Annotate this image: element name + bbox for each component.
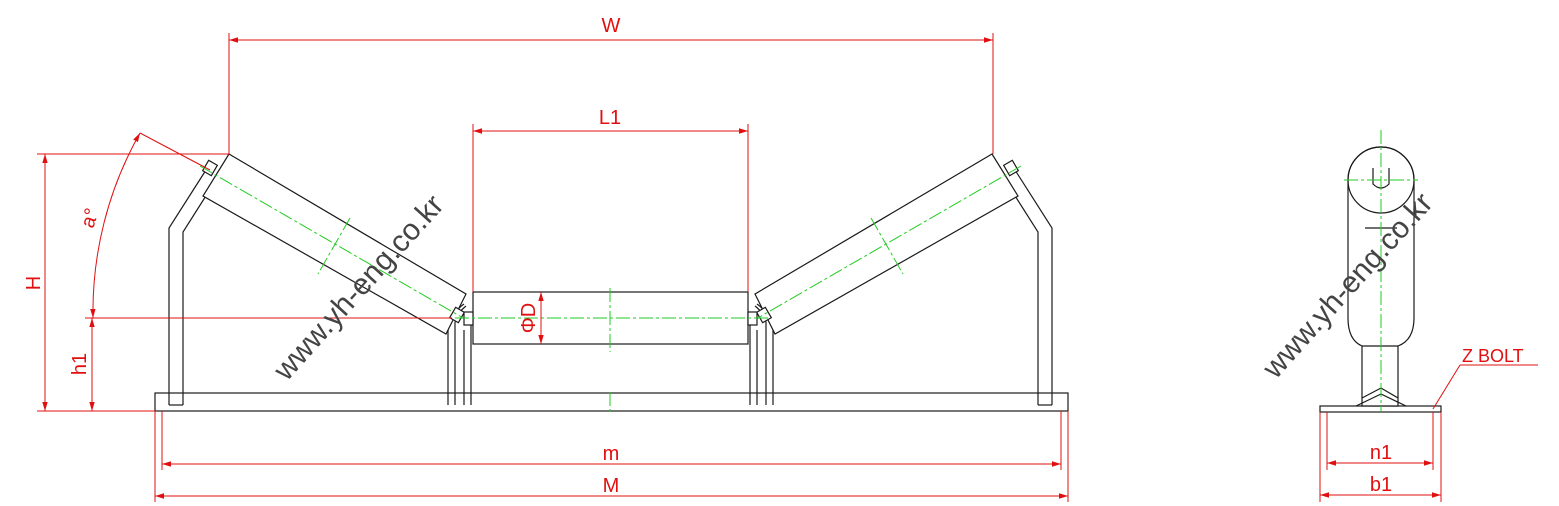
dimension-l1-label: L1 [599,107,621,129]
dimension-h1-label: h1 [69,353,91,375]
dimension-h: H [23,153,229,412]
dimension-b1: b1 [1319,412,1442,502]
center-roller [455,288,770,412]
dimension-m-upper: M [154,411,1069,502]
dimension-n1-label: n1 [1370,442,1392,464]
front-view: W L1 H h1 a° [23,15,1069,502]
dimension-n1: n1 [1326,412,1434,470]
dimension-m-lower: m [161,411,1062,470]
dimension-b1-label: b1 [1370,474,1392,496]
bolt-callout: Z BOLT [1432,346,1538,410]
side-view: Z BOLT n1 b1 www.yh-eng.co.kr [1256,130,1538,502]
dimension-m-lower-label: m [603,443,620,465]
dimension-l1: L1 [472,107,749,292]
left-wing-roller [199,153,471,335]
bolt-label: Z BOLT [1462,346,1524,366]
right-wing-roller [750,153,1022,335]
dimension-h1: h1 [69,317,452,411]
dimension-angle-label: a° [77,206,104,231]
dimension-h-label: H [23,276,45,290]
dimension-w-label: W [602,15,621,37]
dimension-diameter-label: ΦD [518,303,540,333]
dimension-diameter: ΦD [518,292,544,344]
left-bracket [168,169,217,406]
dimension-angle: a° [77,132,211,319]
base-frame [154,392,1069,412]
right-bracket [1004,169,1053,406]
dimension-m-upper-label: M [603,475,620,497]
dimension-w: W [228,15,994,154]
